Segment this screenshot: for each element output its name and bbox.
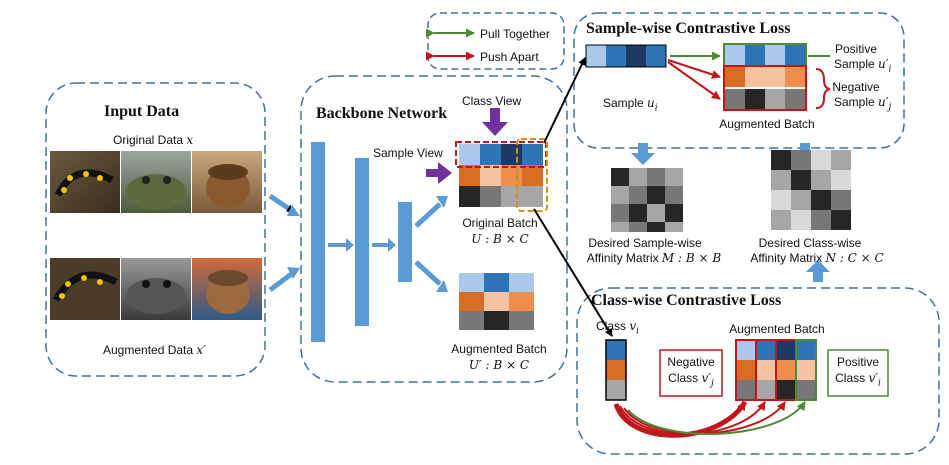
class-augmented-batch-label: Augmented Batch: [729, 322, 825, 336]
sample-label: Sample ui: [603, 96, 658, 115]
backbone-layer-1: [311, 142, 325, 342]
sample-symbol: u: [647, 96, 655, 110]
positive-sample-text: Sample: [834, 57, 875, 71]
augmented-batch-matrix: [459, 273, 534, 330]
negative-sample-line1: Negative: [832, 80, 880, 94]
original-data-text: Original Data: [113, 133, 184, 147]
class-affinity-line2: Affinity Matrix N : C × C: [736, 251, 898, 265]
positive-class-line1: Positive: [836, 355, 880, 369]
sample-augmented-batch-label: Augmented Batch: [719, 117, 815, 131]
positive-class-text: Class: [835, 371, 866, 385]
original-data-symbol: x: [186, 133, 194, 147]
sample-affinity-line1: Desired Sample-wise: [588, 236, 702, 250]
input-data-panel: [45, 82, 266, 377]
negative-class-line2: Class v′j: [661, 371, 721, 390]
sample-subscript: i: [654, 103, 658, 114]
original-images: [50, 151, 262, 213]
sample-affinity-matrix: [611, 168, 683, 232]
input-to-backbone-arrow-bottom: [268, 270, 296, 292]
positive-class-box: [827, 349, 889, 397]
negative-sample-subscript: j: [888, 102, 892, 113]
original-batch-matrix: [455, 138, 548, 212]
class-view-label: Class View: [462, 94, 522, 108]
sample-vector: [585, 44, 667, 68]
class-view-arrow: [482, 108, 508, 136]
class-subscript: i: [636, 326, 640, 337]
class-loss-title: Class-wise Contrastive Loss: [591, 292, 782, 309]
positive-class-line2: Class v′i: [829, 371, 887, 390]
positive-class-subscript: i: [877, 378, 881, 389]
augmented-data-label: Augmented Data x′: [103, 343, 206, 357]
augmented-images: [50, 258, 262, 320]
input-data-title: Input Data: [104, 103, 180, 120]
sample-augmented-batch: [723, 43, 807, 111]
positive-class-symbol: v′: [868, 371, 878, 385]
class-vector: [605, 339, 627, 401]
augmented-batch-formula: U′ : B × C: [468, 358, 530, 372]
negative-sample-text: Sample: [834, 95, 875, 109]
original-data-label: Original Data x: [113, 133, 193, 147]
original-batch-label: Original Batch: [462, 216, 538, 230]
positive-sample-subscript: i: [888, 64, 892, 75]
sample-view-link: [543, 57, 586, 144]
augmented-data-symbol: x′: [196, 343, 206, 357]
sample-affinity-text: Affinity Matrix: [586, 251, 659, 265]
sample-affinity-line2: Affinity Matrix M : B × B: [572, 251, 736, 265]
positive-sample-line1: Positive: [834, 42, 878, 56]
original-batch-formula: U : B × C: [471, 232, 529, 246]
negative-sample-line2: Sample u′j: [834, 95, 891, 114]
class-symbol: v: [629, 319, 637, 333]
sample-text: Sample: [603, 96, 644, 110]
backbone-layer-3: [398, 202, 412, 282]
class-loss-panel: [576, 287, 940, 455]
positive-sample-line2: Sample u′i: [834, 57, 891, 76]
negative-class-line1: Negative: [667, 355, 715, 369]
input-to-backbone-arrow-top: [268, 193, 296, 215]
class-affinity-formula: N : C × C: [825, 251, 884, 265]
class-view-link: [533, 208, 613, 337]
negative-class-subscript: j: [711, 378, 714, 389]
augmented-data-text: Augmented Data: [103, 343, 194, 357]
sample-view-label: Sample View: [373, 146, 443, 160]
class-affinity-text: Affinity Matrix: [750, 251, 823, 265]
class-augmented-batch: [735, 339, 817, 401]
sample-affinity-formula: M : B × B: [661, 251, 722, 265]
backbone-layer-2: [355, 158, 369, 326]
class-affinity-matrix: [771, 150, 851, 230]
push-apart-label: Push Apart: [480, 50, 539, 64]
negative-class-symbol: v′: [701, 371, 712, 385]
pull-together-label: Pull Together: [480, 27, 550, 41]
legend-panel: [427, 12, 565, 70]
negative-class-text: Class: [668, 371, 699, 385]
augmented-batch-label: Augmented Batch: [451, 342, 547, 356]
negative-sample-symbol: u′: [878, 95, 889, 109]
class-text: Class: [596, 319, 627, 333]
positive-sample-symbol: u′: [878, 57, 889, 71]
backbone-title: Backbone Network: [316, 105, 448, 122]
backbone-panel: [300, 75, 568, 383]
sample-view-arrow: [426, 162, 452, 184]
negative-brace: [815, 68, 831, 109]
class-label: Class vi: [596, 319, 639, 338]
negative-class-box: [659, 349, 723, 397]
class-affinity-line1: Desired Class-wise: [758, 236, 862, 250]
sample-loss-title: Sample-wise Contrastive Loss: [586, 20, 791, 37]
